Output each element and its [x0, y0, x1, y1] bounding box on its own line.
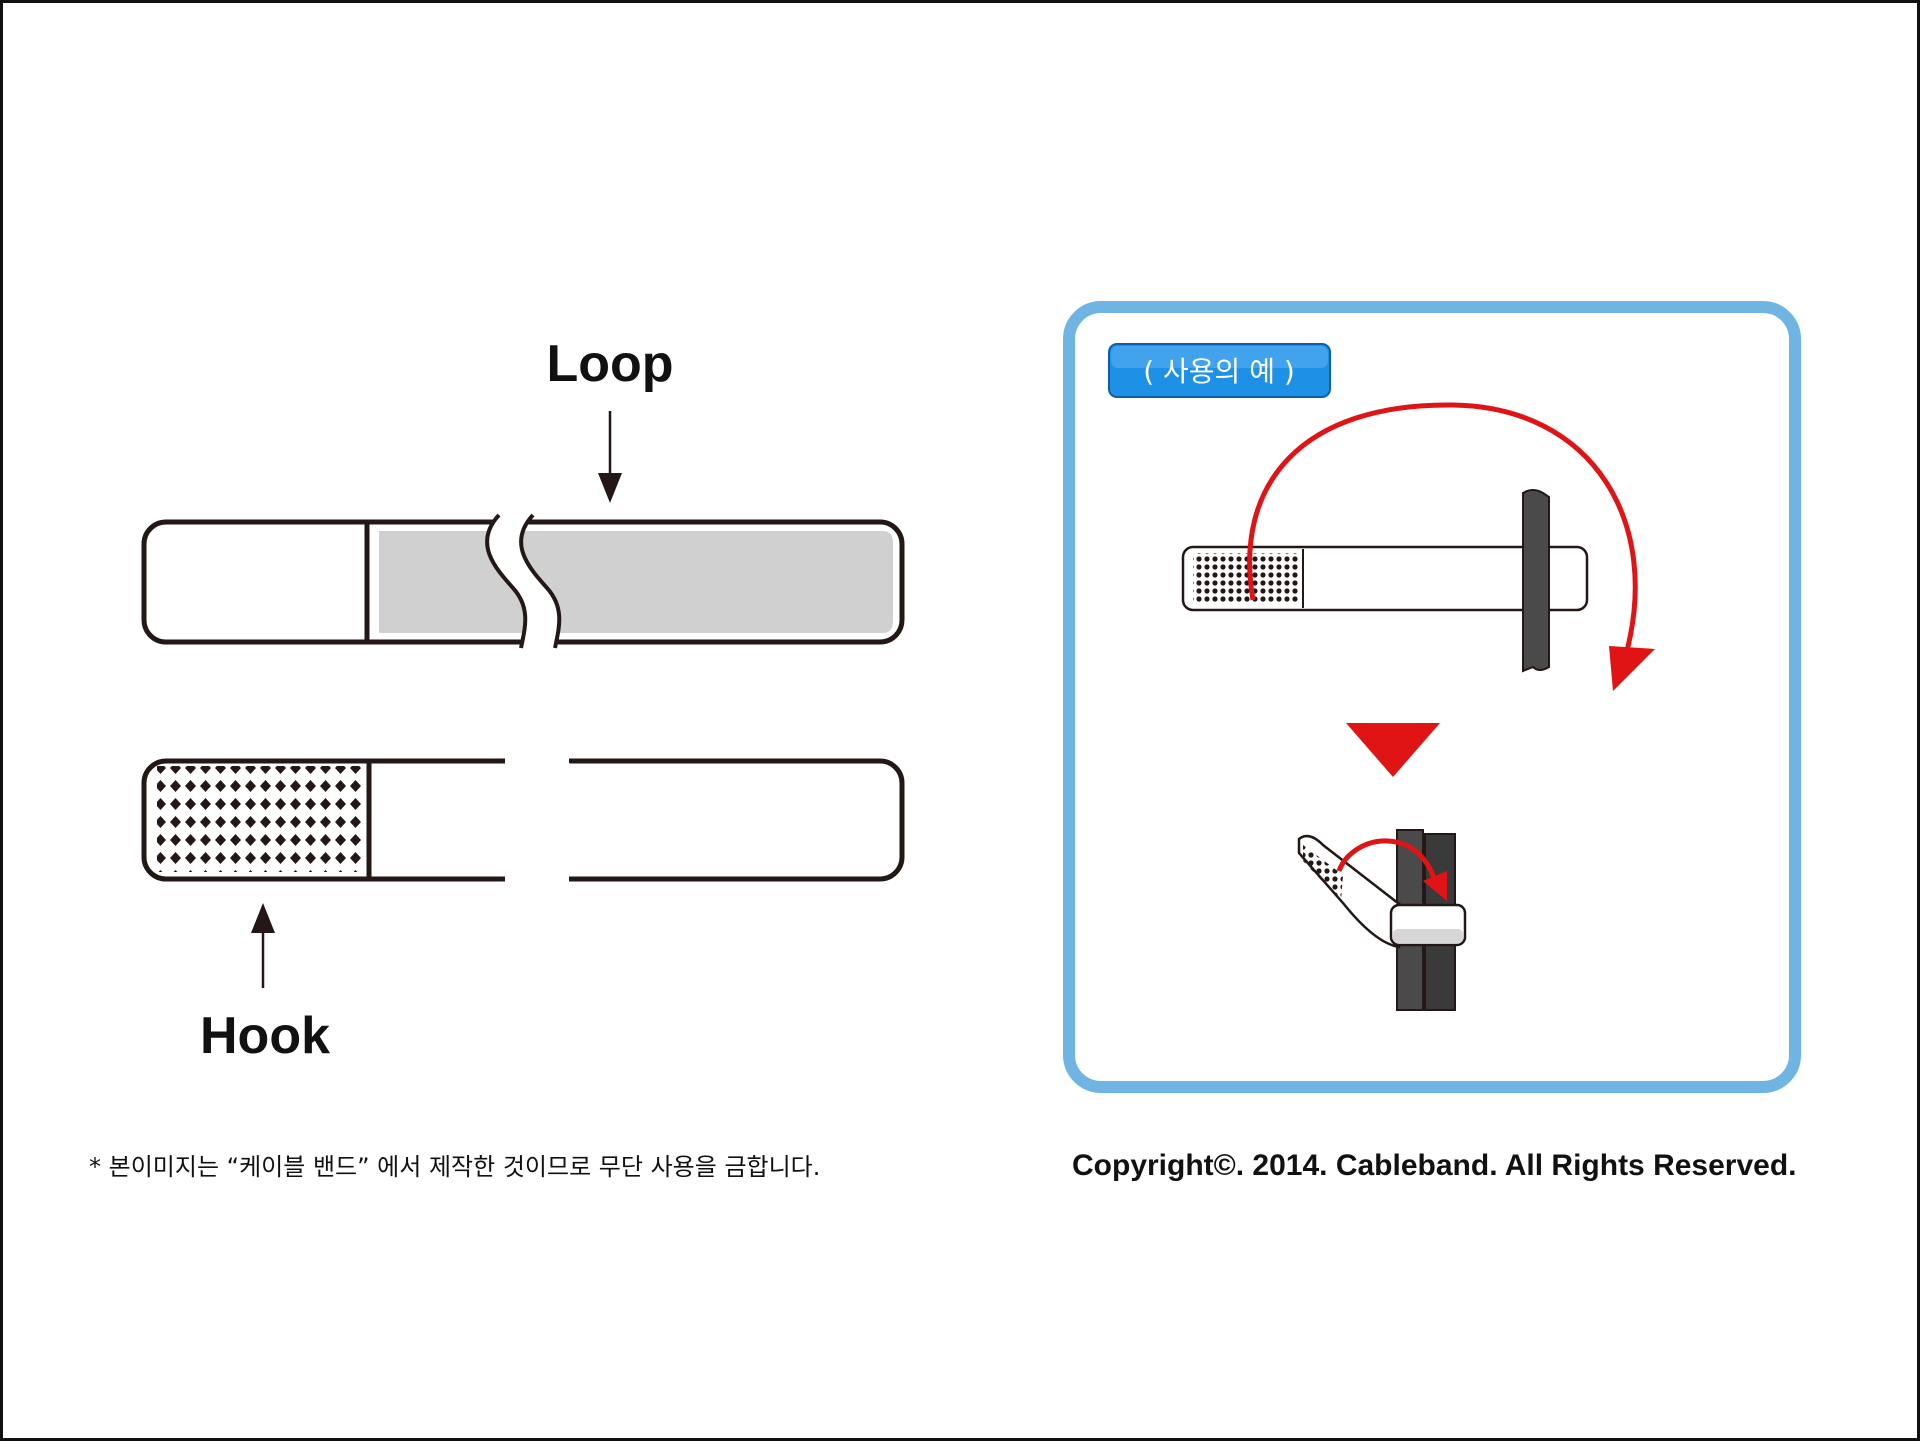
wrap-arc-arrowhead: [1609, 646, 1655, 691]
next-step-triangle: [1346, 723, 1440, 777]
loop-strap: [141, 513, 905, 649]
copyright-text: Copyright©. 2014. Cableband. All Rights …: [1072, 1149, 1797, 1182]
pole: [1522, 489, 1550, 673]
loop-label: Loop: [546, 335, 673, 393]
hook-pattern: [157, 766, 361, 872]
loop-arrowhead: [598, 473, 622, 503]
example-panel: [1063, 301, 1801, 1093]
wrapped-cable-illustration: [1297, 829, 1467, 1011]
example-tag-text: ( 사용의 예 ): [1143, 355, 1295, 388]
hook-label: Hook: [200, 1007, 330, 1065]
cable-tie-diagram: Loop Hook ( 사용의 예 ): [89, 301, 1801, 1182]
usage-notice: * 본이미지는 “케이블 밴드” 에서 제작한 것이므로 무단 사용을 금합니다…: [89, 1153, 820, 1181]
wrap-arc-arrow: [1247, 402, 1638, 659]
example-strap: [1181, 545, 1589, 612]
hook-arrowhead: [251, 903, 275, 933]
hook-strap: [141, 755, 905, 885]
